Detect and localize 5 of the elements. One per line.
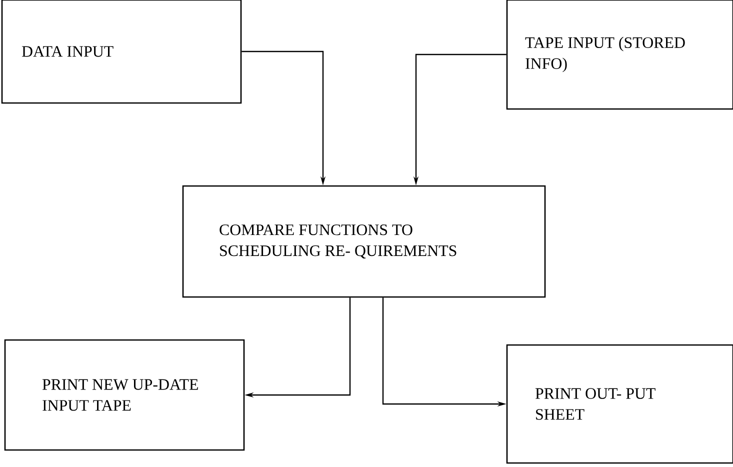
process-box: PRINT NEW UP-DATE INPUT TAPE — [4, 339, 245, 451]
process-box: PRINT OUT- PUT SHEET — [506, 344, 733, 464]
process-box: COMPARE FUNCTIONS TO SCHEDULING RE- QUIREMENTS — [182, 185, 546, 298]
process-box: DATA INPUT — [1, 0, 242, 104]
process-box: TAPE INPUT (STORED INFO) — [506, 0, 733, 110]
